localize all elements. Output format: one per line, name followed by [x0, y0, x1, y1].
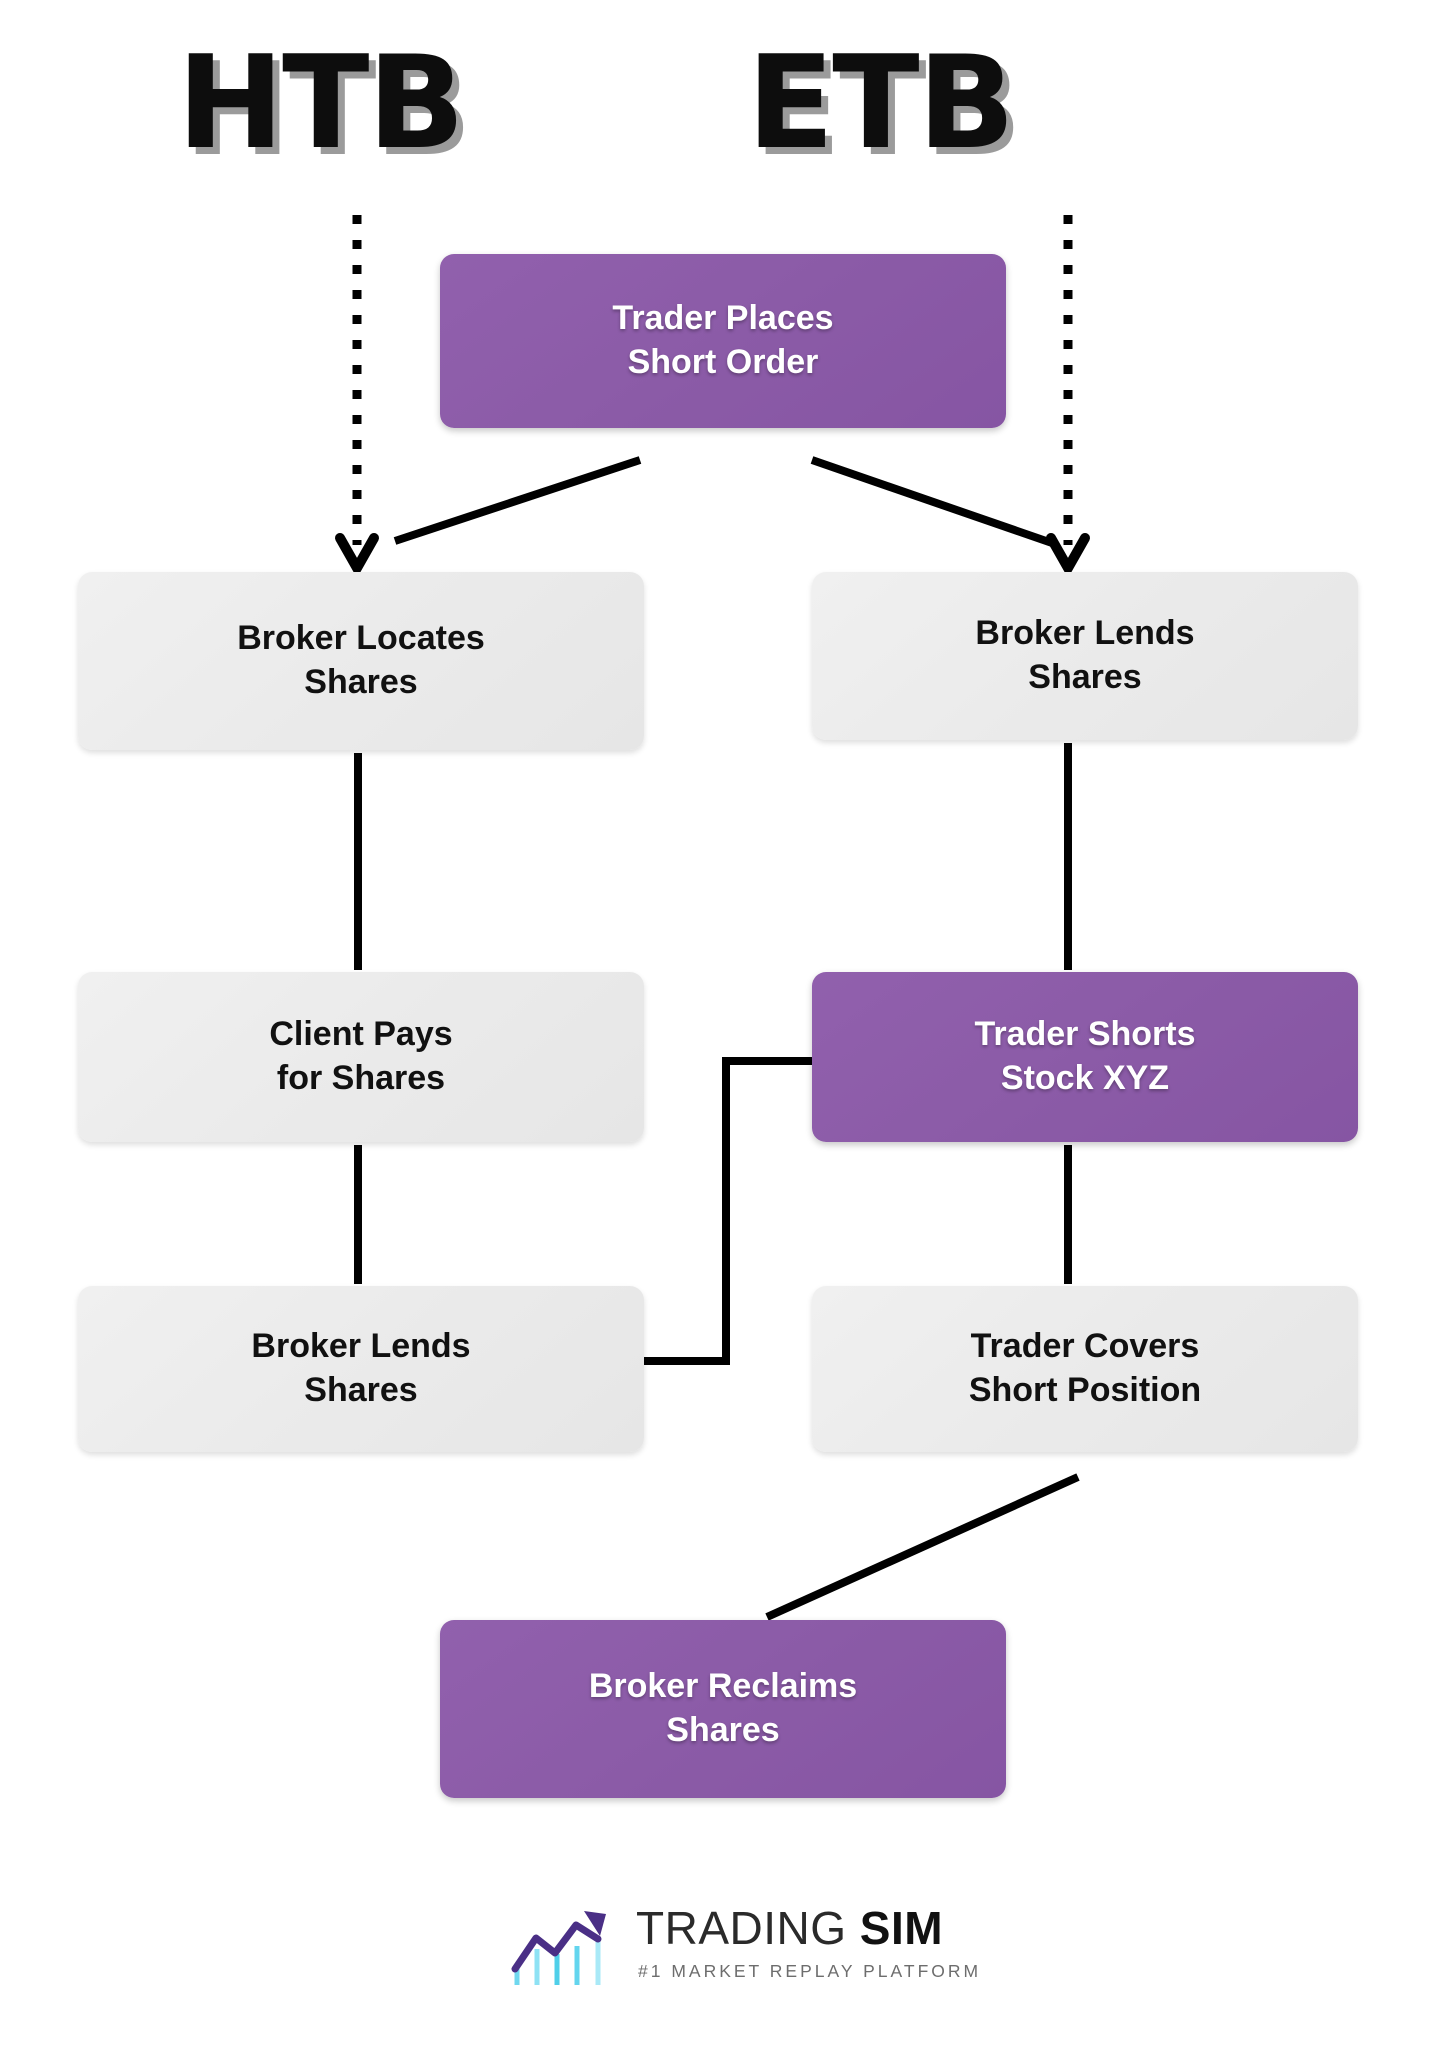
logo-tagline: #1 MARKET REPLAY PLATFORM: [638, 1961, 982, 1981]
node-trader-shorts-stock-xyz[interactable]: Trader Shorts Stock XYZ: [812, 972, 1358, 1142]
connector-covers-to-reclaims: [765, 1473, 1080, 1621]
dotted-arrow-etb: [1046, 215, 1090, 579]
logo-wordmark: TRADING SIM: [636, 1901, 943, 1955]
trading-sim-logo: TRADING SIM #1 MARKET REPLAY PLATFORM: [510, 1895, 978, 2003]
connector-bracket-lendsleft-to-shorts: [644, 1057, 812, 1365]
dotted-arrow-htb: [335, 215, 379, 579]
node-client-pays-for-shares[interactable]: Client Pays for Shares: [78, 972, 644, 1142]
connector-order-to-lends: [810, 456, 1054, 547]
connector-order-to-locates: [393, 456, 642, 545]
column-heading-htb: HTB: [177, 29, 465, 178]
node-broker-reclaims-shares[interactable]: Broker Reclaims Shares: [440, 1620, 1006, 1798]
chart-arrow-icon: [511, 1911, 606, 1985]
node-broker-lends-shares-left[interactable]: Broker Lends Shares: [78, 1286, 644, 1452]
logo-word-sim: SIM: [859, 1902, 944, 1954]
column-heading-etb: ETB: [746, 29, 1015, 178]
logo-word-trading: TRADING: [636, 1902, 847, 1954]
node-trader-places-short-order[interactable]: Trader Places Short Order: [440, 254, 1006, 428]
node-trader-covers-short-position[interactable]: Trader Covers Short Position: [812, 1286, 1358, 1452]
node-broker-locates-shares[interactable]: Broker Locates Shares: [78, 572, 644, 750]
node-broker-lends-shares-right[interactable]: Broker Lends Shares: [812, 572, 1358, 740]
